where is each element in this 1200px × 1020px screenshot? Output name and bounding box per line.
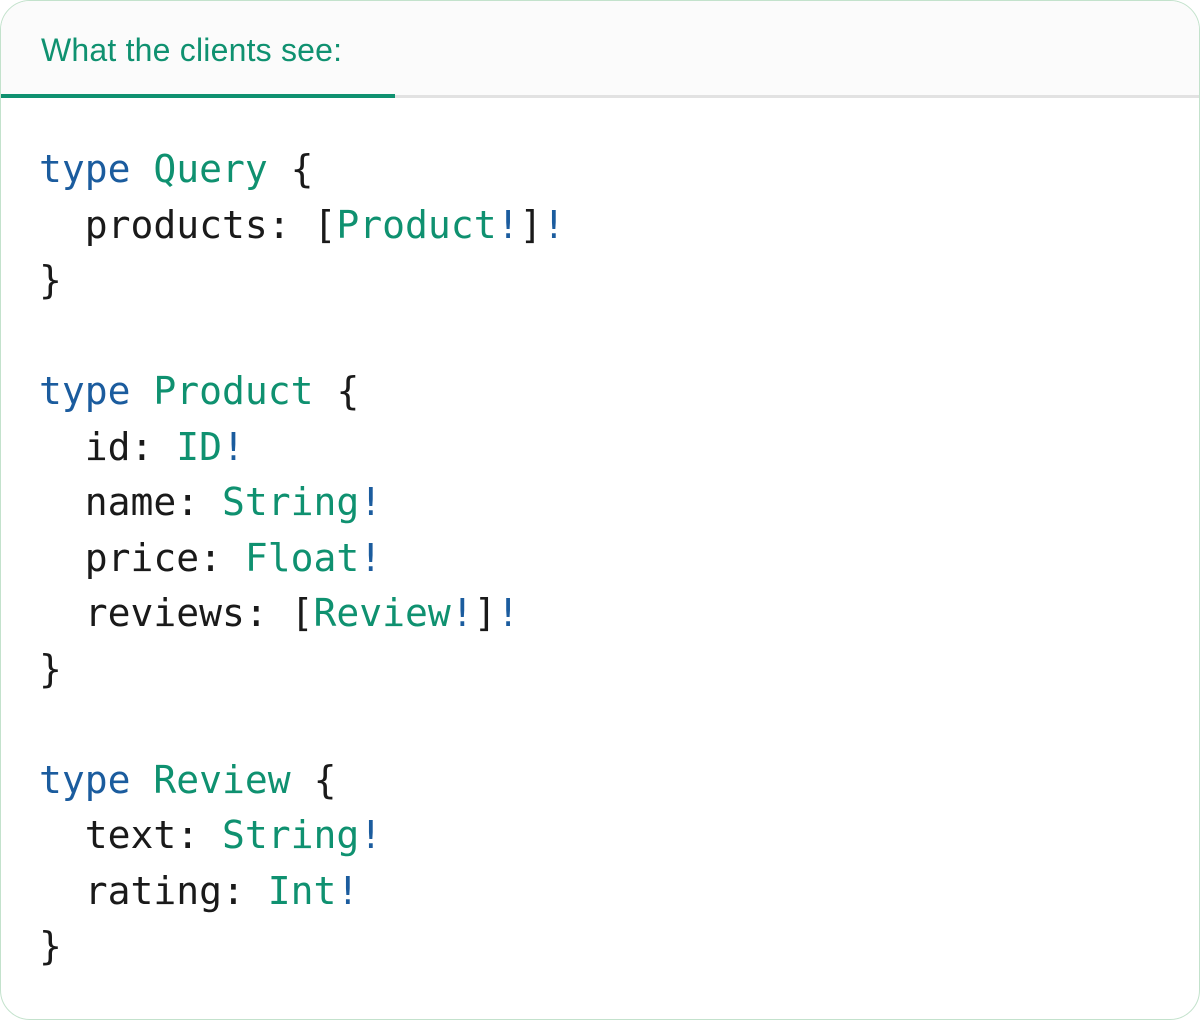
code-token-type: ID [176, 424, 223, 469]
code-token-plain: } [39, 258, 62, 302]
code-token-plain: { [290, 757, 337, 802]
code-token-type: Review [153, 757, 291, 802]
code-token-plain: } [39, 646, 62, 691]
code-line: id: ID! [39, 420, 1169, 476]
code-token-type: Int [267, 868, 337, 913]
code-token-plain: id: [39, 424, 177, 469]
code-line: products: [Product!]! [39, 198, 1169, 254]
code-token-kw: type [39, 147, 131, 191]
tab-clients-view[interactable]: What the clients see: [1, 1, 395, 98]
code-token-bang: ! [359, 535, 383, 580]
code-token-plain: price: [39, 535, 245, 580]
code-token-plain [131, 758, 154, 802]
code-line: type Query { [39, 142, 1169, 198]
code-token-bang: ! [336, 868, 360, 913]
code-line [39, 309, 1169, 365]
active-tab-underline [1, 94, 395, 98]
header-rule [1, 95, 1199, 98]
code-token-plain: products: [ [39, 202, 337, 247]
code-token-plain: ] [473, 591, 497, 635]
code-line: rating: Int! [39, 864, 1169, 920]
code-token-plain: reviews: [ [39, 591, 314, 635]
code-token-plain [131, 369, 154, 413]
code-token-plain: rating: [39, 868, 268, 913]
code-token-type: Review [313, 591, 451, 635]
code-token-type: String [222, 813, 360, 857]
code-token-plain: ] [519, 202, 543, 247]
code-line: } [39, 642, 1169, 698]
code-token-bang: ! [359, 813, 383, 857]
code-token-type: Float [244, 535, 360, 580]
code-line: price: Float! [39, 531, 1169, 587]
code-token-type: Product [153, 369, 314, 413]
code-line: } [39, 253, 1169, 309]
code-token-bang: ! [542, 202, 566, 247]
code-block: type Query { products: [Product!]!}type … [1, 98, 1199, 975]
code-line: text: String! [39, 808, 1169, 864]
code-token-bang: ! [496, 591, 520, 635]
code-token-bang: ! [222, 424, 245, 469]
code-token-plain [131, 147, 154, 191]
tab-label: What the clients see: [41, 32, 343, 68]
code-token-type: Query [153, 147, 268, 191]
code-token-plain: } [39, 924, 62, 968]
card-header: What the clients see: [1, 1, 1199, 98]
code-line: name: String! [39, 475, 1169, 531]
code-token-type: String [222, 480, 360, 524]
code-token-kw: type [39, 369, 131, 413]
code-token-kw: type [39, 757, 131, 802]
code-line: type Review { [39, 753, 1169, 809]
code-token-bang: ! [450, 591, 474, 635]
code-token-plain: { [267, 147, 314, 191]
code-token-bang: ! [359, 480, 383, 524]
code-line [39, 697, 1169, 753]
code-line: reviews: [Review!]! [39, 586, 1169, 642]
code-token-plain: { [313, 369, 360, 413]
code-token-plain: text: [39, 813, 223, 857]
code-line: } [39, 919, 1169, 975]
code-line: type Product { [39, 364, 1169, 420]
code-token-bang: ! [496, 202, 520, 247]
code-token-type: Product [336, 202, 497, 247]
code-token-plain: name: [39, 480, 223, 524]
